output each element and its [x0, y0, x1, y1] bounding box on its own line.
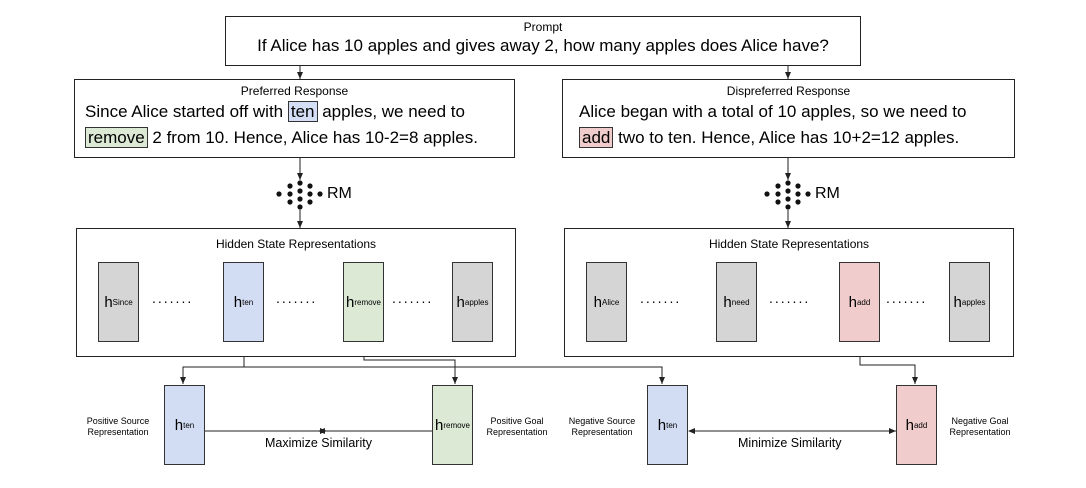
prompt-text: If Alice has 10 apples and gives away 2,…: [257, 36, 829, 55]
dispreferred-line-2: add two to ten. Hence, Alice has 10+2=12…: [579, 125, 1014, 150]
ellipsis-4: .......: [640, 290, 682, 306]
neg-goal-sub: add: [913, 420, 928, 430]
left-h-label: h: [345, 293, 355, 311]
pos-goal-h: h: [434, 416, 444, 434]
right-h-sub: need: [731, 297, 750, 307]
preferred-line-2-text: 2 from 10. Hence, Alice has 10-2=8 apple…: [147, 128, 478, 147]
negative-source-label: Negative Source Representation: [568, 416, 636, 437]
left-h-label: h: [233, 293, 243, 311]
ellipsis-2: .......: [276, 290, 318, 306]
rm-label-left: RM: [327, 185, 352, 202]
dispreferred-line-2-text: two to ten. Hence, Alice has 10+2=12 app…: [613, 128, 960, 147]
minimize-similarity-label: Minimize Similarity: [738, 436, 842, 450]
prompt-box: Prompt If Alice has 10 apples and gives …: [225, 16, 861, 66]
arrow-ten-to-neg-source: [244, 366, 665, 384]
neg-source-h: h: [657, 416, 667, 434]
pos-source-sub: ten: [183, 420, 195, 430]
positive-source-label: Positive Source Representation: [86, 416, 150, 437]
dispreferred-title: Dispreferred Response: [726, 84, 851, 98]
rm-label-right: RM: [815, 185, 840, 202]
preferred-line-2: remove 2 from 10. Hence, Alice has 10-2=…: [85, 125, 514, 150]
rm-network-icon-left: [276, 180, 323, 210]
preferred-response-box: Preferred Response Since Alice started o…: [74, 79, 515, 158]
ellipsis-1: .......: [152, 290, 194, 306]
right-h-sub: add: [856, 297, 871, 307]
preferred-text-pre: Since Alice started off with: [85, 102, 288, 121]
ellipsis-5: .......: [769, 290, 811, 306]
neg-source-sub: ten: [666, 420, 678, 430]
maximize-similarity-label: Maximize Similarity: [265, 436, 372, 450]
right-h-sub: Alice: [602, 297, 620, 307]
right-hidden-state-box: Hidden State Representations: [564, 228, 1014, 357]
left-h-sub: remove: [354, 297, 382, 307]
preferred-line-1: Since Alice started off with ten apples,…: [85, 99, 514, 124]
left-h-sub: ten: [242, 297, 254, 307]
left-h-sub: apples: [464, 297, 489, 307]
prompt-title: Prompt: [523, 20, 563, 34]
rm-network-icon-right: [764, 180, 811, 210]
ellipsis-3: .......: [392, 290, 434, 306]
right-h-label: h: [848, 293, 857, 311]
positive-goal-label: Positive Goal Representation: [486, 416, 548, 437]
highlight-remove: remove: [85, 127, 148, 148]
preferred-text-post: apples, we need to: [317, 102, 465, 121]
left-h-label: h: [456, 293, 465, 311]
dispreferred-line-1: Alice began with a total of 10 apples, s…: [579, 102, 967, 121]
pos-goal-sub: remove: [443, 420, 471, 430]
dispreferred-response-box: Dispreferred Response Alice began with a…: [562, 79, 1015, 158]
highlight-ten: ten: [287, 101, 318, 122]
left-h-sub: Since: [112, 297, 133, 307]
left-h-label: h: [104, 293, 113, 311]
right-h-label: h: [593, 293, 602, 311]
left-hidden-state-box: Hidden State Representations: [76, 228, 516, 357]
pos-source-h: h: [174, 416, 184, 434]
right-h-label: h: [723, 293, 732, 311]
negative-goal-label: Negative Goal Representation: [949, 416, 1011, 437]
right-hidden-title: Hidden State Representations: [708, 237, 870, 251]
ellipsis-6: .......: [886, 290, 928, 306]
right-h-sub: apples: [961, 297, 986, 307]
highlight-add: add: [579, 127, 614, 148]
right-h-label: h: [953, 293, 962, 311]
left-hidden-title: Hidden State Representations: [215, 237, 377, 251]
neg-goal-h: h: [905, 416, 914, 434]
preferred-title: Preferred Response: [240, 84, 349, 98]
